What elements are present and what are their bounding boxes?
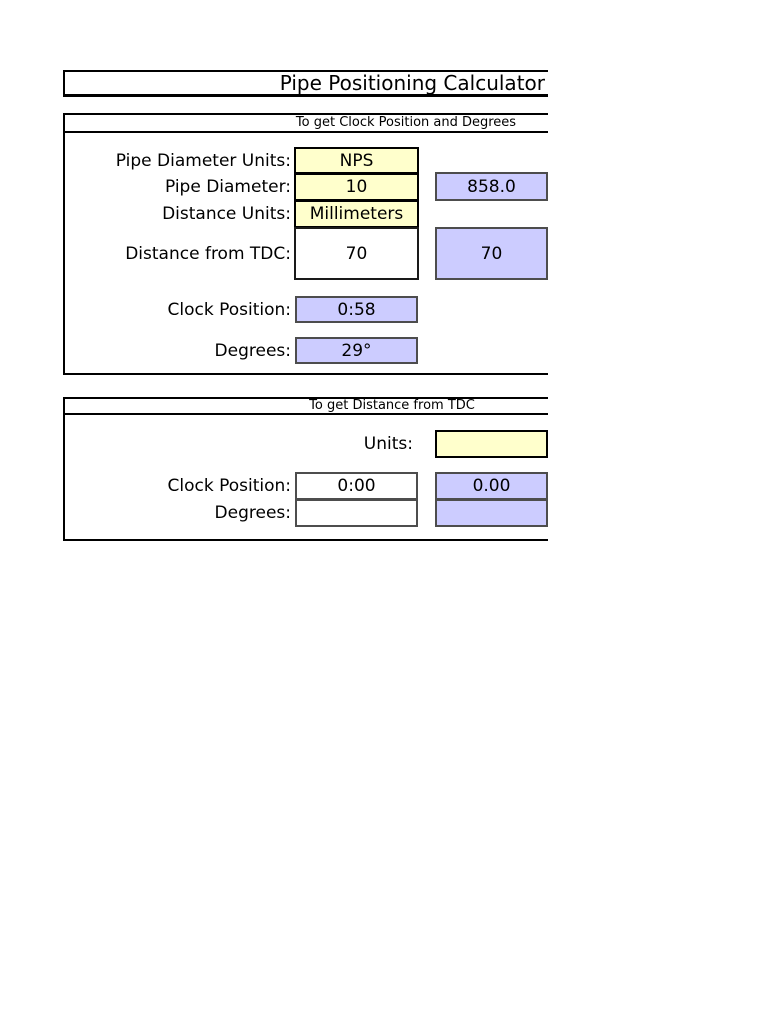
distance-output-2 — [435, 499, 548, 527]
label-clock-position: Clock Position: — [167, 299, 291, 320]
distance-from-tdc-input[interactable]: 70 — [294, 227, 419, 280]
degrees-input-2[interactable] — [295, 499, 418, 527]
pipe-diameter-units-input[interactable]: NPS — [294, 147, 419, 174]
pipe-diameter-mm-output: 858.0 — [435, 172, 548, 201]
pipe-diameter-input[interactable]: 10 — [294, 173, 419, 201]
distance-from-tdc-output: 70 — [435, 227, 548, 280]
degrees-output: 29° — [295, 337, 418, 364]
label-distance-from-tdc: Distance from TDC: — [125, 243, 291, 264]
units-input-2[interactable] — [435, 430, 548, 458]
label-clock-position-2: Clock Position: — [167, 476, 291, 496]
section2-header-band — [63, 397, 548, 415]
label-degrees-2: Degrees: — [214, 503, 291, 523]
clock-position-output: 0:58 — [295, 296, 418, 323]
page-title: Pipe Positioning Calculator — [279, 71, 545, 95]
section-distance-from-tdc — [63, 397, 548, 541]
section1-header-band — [63, 113, 548, 133]
distance-units-input[interactable]: Millimeters — [294, 200, 419, 228]
section1-header: To get Clock Position and Degrees — [295, 115, 517, 130]
label-units-2: Units: — [363, 434, 413, 454]
label-distance-units: Distance Units: — [162, 204, 291, 224]
title-box: Pipe Positioning Calculator — [63, 70, 548, 97]
clock-position-input-2[interactable]: 0:00 — [295, 472, 418, 500]
label-pipe-diameter: Pipe Diameter: — [164, 177, 291, 197]
label-pipe-diameter-units: Pipe Diameter Units: — [115, 150, 291, 171]
clock-decimal-output-2: 0.00 — [435, 472, 548, 500]
section-clock-position — [63, 113, 548, 375]
label-degrees: Degrees: — [214, 340, 291, 361]
section2-header: To get Distance from TDC — [309, 398, 475, 413]
